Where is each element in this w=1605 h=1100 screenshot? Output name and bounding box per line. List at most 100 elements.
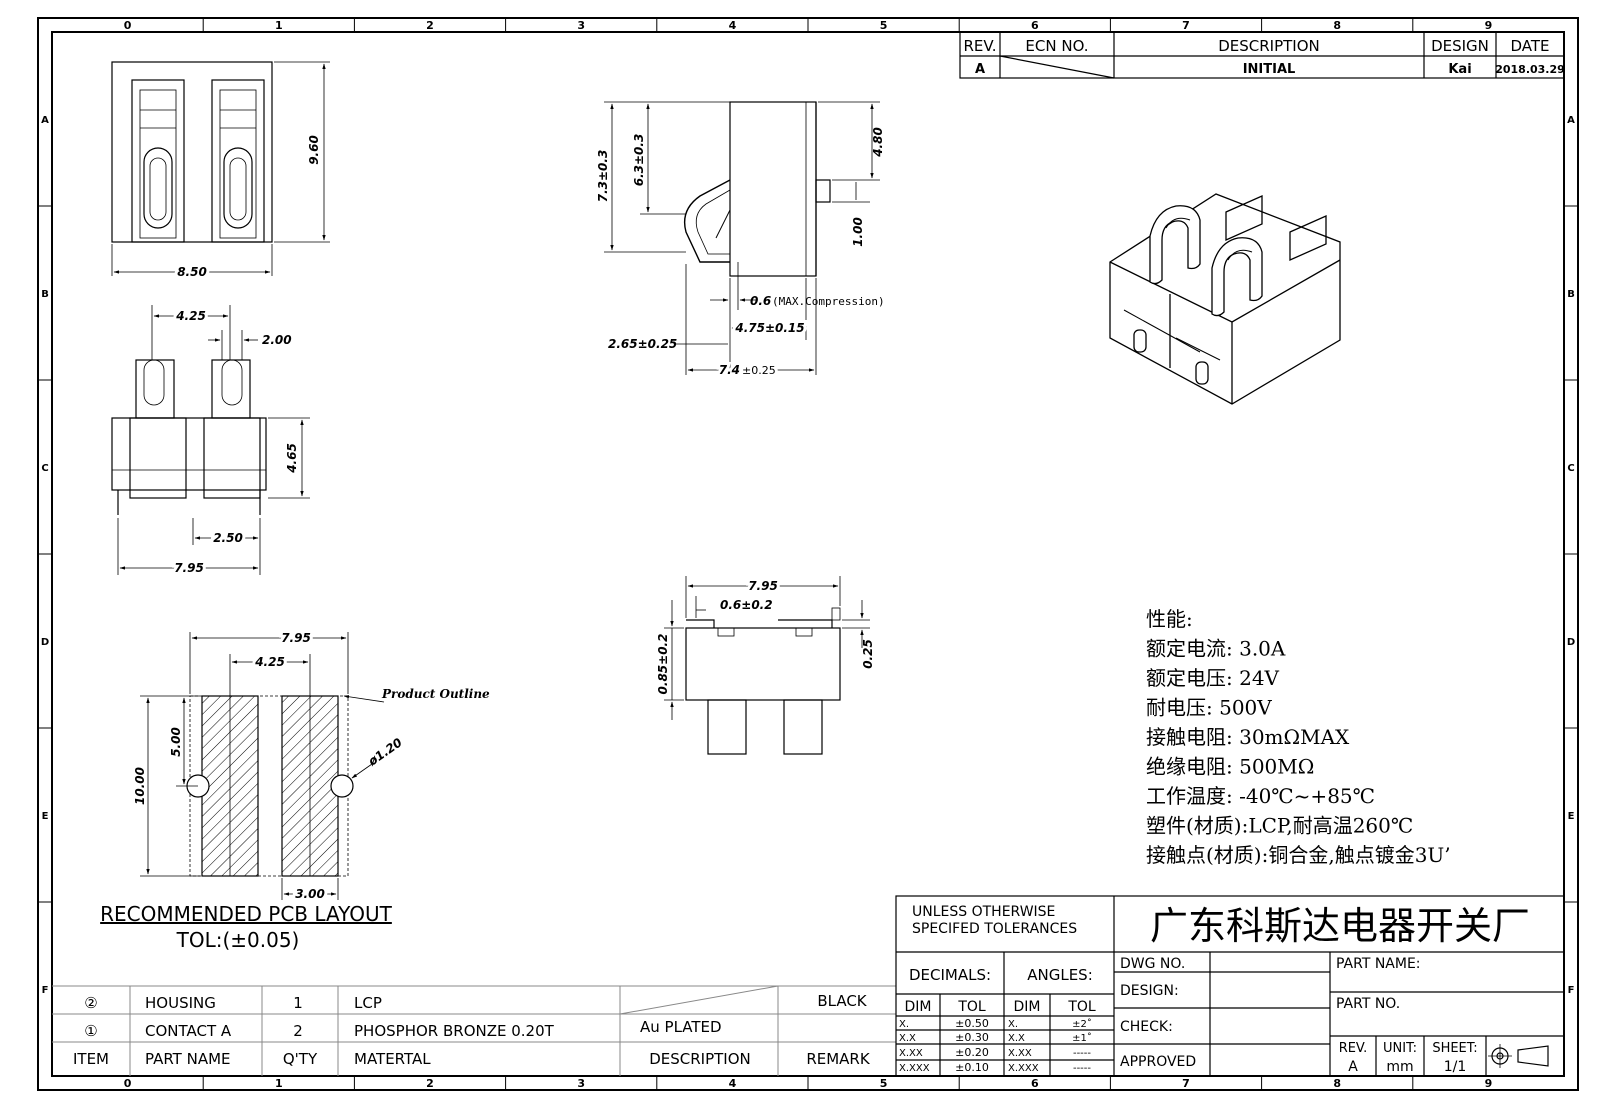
zone-row-left: A <box>41 115 49 126</box>
zone-col-bottom: 5 <box>880 1077 888 1090</box>
angle-dim-cell: X.XX <box>1008 1048 1032 1059</box>
zone-ticks <box>38 18 1578 1090</box>
tolerance-title-2: SPECIFED TOLERANCES <box>912 921 1077 937</box>
check-label: CHECK: <box>1120 1019 1173 1035</box>
bom-name-1: CONTACT A <box>145 1022 232 1040</box>
zone-col-top: 3 <box>577 19 585 32</box>
zone-col-bottom: 0 <box>124 1077 132 1090</box>
zone-col-bottom: 1 <box>275 1077 283 1090</box>
dim-top-height: 9.60 <box>307 135 321 165</box>
top-view <box>111 61 330 276</box>
zone-row-right: D <box>1567 637 1575 648</box>
spec-line: 塑件(材质):LCP,耐高温260℃ <box>1146 814 1413 838</box>
decimal-dim-cell: X.XXX <box>899 1063 930 1074</box>
part-name-label: PART NAME: <box>1336 956 1421 972</box>
bom-header-remark: REMARK <box>806 1050 871 1068</box>
company-name: 广东科斯达电器开关厂 <box>1150 904 1530 948</box>
zone-col-top: 7 <box>1182 19 1190 32</box>
product-outline-label: Product Outline <box>381 687 490 701</box>
projection-symbol-icon <box>1488 1044 1549 1068</box>
angle-tol-header: TOL <box>1067 999 1096 1015</box>
description-value: INITIAL <box>1243 62 1296 77</box>
decimal-tol-cell: ±0.30 <box>955 1031 989 1044</box>
zone-col-bottom: 9 <box>1485 1077 1493 1090</box>
rev-label: REV. <box>1339 1041 1368 1056</box>
dim-side-pin-height: 1.00 <box>851 217 865 247</box>
bom-header-item: ITEM <box>73 1050 109 1068</box>
date-value: 2018.03.29 <box>1495 63 1565 76</box>
spec-line: 工作温度: -40℃~+85℃ <box>1146 784 1375 808</box>
ecn-header: ECN NO. <box>1025 37 1088 55</box>
bom-header-qty: Q'TY <box>283 1050 318 1068</box>
dwg-no-label: DWG NO. <box>1120 956 1185 972</box>
date-header: DATE <box>1510 37 1549 55</box>
bom-description-1: Au PLATED <box>640 1018 722 1036</box>
sheet-label: SHEET: <box>1432 1041 1477 1056</box>
spec-line: 接触电阻: 30mΩMAX <box>1146 725 1350 749</box>
zone-col-top: 9 <box>1485 19 1493 32</box>
pcb-layout-tolerance: TOL:(±0.05) <box>176 928 300 952</box>
zone-row-left: E <box>42 811 49 822</box>
angles-label: ANGLES: <box>1027 966 1093 984</box>
dim-top-width: 8.50 <box>177 265 207 279</box>
approved-label: APPROVED <box>1120 1054 1196 1070</box>
dim-front-spacing: 4.25 <box>175 309 206 323</box>
zone-row-left: C <box>41 463 48 474</box>
angle-dim-cell: X.X <box>1008 1033 1025 1044</box>
bom-item-1: ① <box>84 1022 97 1040</box>
angle-tol-cell: ±1˚ <box>1072 1032 1092 1044</box>
dim-bottom-tab: 0.6±0.2 <box>720 598 773 612</box>
unit-value: mm <box>1386 1059 1413 1075</box>
tolerance-rows: X.±0.50X.X±0.30X.XX±0.20X.XXX±0.10X.±2˚X… <box>899 1017 1092 1074</box>
decimal-dim-cell: X.X <box>899 1033 916 1044</box>
zone-col-top: 4 <box>729 19 737 32</box>
zone-col-top: 0 <box>124 19 132 32</box>
side-view <box>604 101 880 375</box>
spec-line: 额定电压: 24V <box>1146 666 1280 690</box>
front-view <box>111 305 310 575</box>
zone-col-bottom: 4 <box>729 1077 737 1090</box>
dim-side-body-height: 4.80 <box>871 127 885 158</box>
spec-line: 绝缘电阻: 500MΩ <box>1146 755 1314 779</box>
zone-col-bottom: 3 <box>577 1077 585 1090</box>
rev-value-block: A <box>1348 1059 1358 1075</box>
dim-pcb-pad: 3.00 <box>295 887 325 901</box>
zone-row-right: F <box>1568 985 1575 996</box>
description-header: DESCRIPTION <box>1218 37 1320 55</box>
isometric-view <box>1109 193 1341 405</box>
revision-block: REV. ECN NO. DESCRIPTION DESIGN DATE A I… <box>959 31 1565 79</box>
decimals-label: DECIMALS: <box>909 966 991 984</box>
unit-label: UNIT: <box>1383 1041 1417 1056</box>
zone-col-bottom: 2 <box>426 1077 434 1090</box>
decimal-tol-header: TOL <box>957 999 986 1015</box>
dim-pcb-half: 5.00 <box>169 727 183 757</box>
dim-side-offset: 4.75±0.15 <box>734 321 804 335</box>
angle-dim-cell: X.XXX <box>1008 1063 1039 1074</box>
bom-table: ② HOUSING 1 LCP BLACK ① CONTACT A 2 PHOS… <box>52 985 896 1076</box>
sheet-value: 1/1 <box>1444 1059 1467 1075</box>
design-label: DESIGN: <box>1120 983 1179 999</box>
bom-header-name: PART NAME <box>145 1050 231 1068</box>
bom-header-description: DESCRIPTION <box>649 1050 751 1068</box>
decimal-dim-cell: X.XX <box>899 1048 923 1059</box>
dim-side-compression: 0.6 <box>750 294 771 308</box>
zone-col-top: 1 <box>275 19 283 32</box>
pcb-layout <box>140 632 385 900</box>
tolerance-title-1: UNLESS OTHERWISE <box>912 904 1055 920</box>
dim-side-contact-height: 6.3±0.3 <box>632 134 646 187</box>
title-block: UNLESS OTHERWISE SPECIFED TOLERANCES 广东科… <box>895 895 1565 1077</box>
zone-row-left: B <box>41 289 49 300</box>
dim-side-total-width: 7.4 <box>719 363 740 377</box>
zone-row-right: A <box>1567 115 1575 126</box>
zone-col-top: 2 <box>426 19 434 32</box>
bom-qty-2: 1 <box>293 994 303 1012</box>
dim-side-total-width-tol: ±0.25 <box>742 364 776 377</box>
rev-value: A <box>975 62 985 77</box>
dim-front-height: 4.65 <box>285 443 299 474</box>
dim-side-compression-note: (MAX.Compression) <box>772 295 885 308</box>
dim-front-pitch: 2.50 <box>213 531 243 545</box>
dim-pcb-width: 7.95 <box>281 631 311 645</box>
angle-tol-cell: ----- <box>1073 1048 1091 1059</box>
